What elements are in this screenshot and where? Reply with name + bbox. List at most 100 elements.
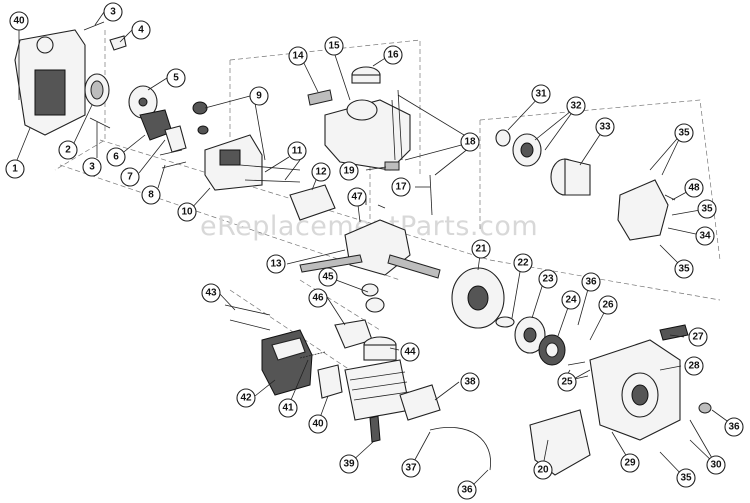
part-10-air-filter	[204, 134, 263, 191]
part-13-crankcase	[299, 219, 441, 279]
svg-text:32: 32	[570, 101, 582, 112]
svg-text:5: 5	[173, 73, 179, 84]
svg-text:6: 6	[113, 152, 119, 163]
svg-text:24: 24	[565, 295, 577, 306]
part-32-clutch	[512, 133, 542, 167]
part-24-spring	[538, 334, 566, 366]
svg-text:12: 12	[315, 167, 327, 178]
callout: 12	[311, 162, 331, 182]
callout: 38	[460, 372, 480, 392]
callout: 40	[9, 11, 29, 31]
svg-text:45: 45	[322, 272, 334, 283]
callout: 28	[684, 356, 704, 376]
callout: 8	[141, 185, 161, 205]
part-18-fuel-lines	[391, 89, 403, 161]
part-21-flywheel	[451, 267, 505, 329]
part-19-clip	[384, 161, 400, 171]
svg-text:3: 3	[89, 162, 95, 173]
part-43-screws	[224, 304, 271, 331]
part-17-tube	[429, 174, 433, 216]
callout: 35	[697, 199, 717, 219]
part-47-screws	[357, 204, 386, 223]
part-31-washer	[495, 129, 511, 147]
callout: 36	[724, 417, 744, 437]
svg-text:21: 21	[475, 244, 487, 255]
callout: 30	[706, 455, 726, 475]
svg-text:2: 2	[65, 145, 71, 156]
callout: 31	[531, 84, 551, 104]
callout: 37	[401, 458, 421, 478]
svg-text:47: 47	[351, 192, 363, 203]
callout: 4	[131, 20, 151, 40]
part-39-spark-plug	[369, 415, 381, 443]
callout: 21	[471, 239, 491, 259]
callout: 33	[595, 117, 615, 137]
svg-text:19: 19	[343, 166, 355, 177]
callout: 42	[236, 388, 256, 408]
callout: 43	[201, 283, 221, 303]
svg-text:8: 8	[148, 190, 154, 201]
callout: 35	[674, 259, 694, 279]
callout: 41	[278, 398, 298, 418]
svg-text:15: 15	[328, 41, 340, 52]
callout: 47	[347, 187, 367, 207]
svg-text:48: 48	[688, 183, 700, 194]
svg-text:40: 40	[312, 419, 324, 430]
svg-text:44: 44	[404, 347, 416, 358]
callout: 25	[557, 372, 577, 392]
svg-text:36: 36	[461, 485, 473, 496]
svg-text:25: 25	[561, 377, 573, 388]
part-28-starter-housing	[589, 339, 681, 441]
svg-text:36: 36	[728, 422, 740, 433]
callout: 36	[581, 272, 601, 292]
callout: 20	[533, 460, 553, 480]
part-44-piston	[363, 336, 397, 361]
callout: 11	[287, 141, 307, 161]
svg-text:35: 35	[701, 204, 713, 215]
part-2-pulley	[84, 73, 110, 107]
part-27-handle	[659, 324, 689, 341]
callout: 22	[513, 253, 533, 273]
callout: 29	[620, 453, 640, 473]
callout: 23	[538, 269, 558, 289]
svg-text:37: 37	[405, 463, 417, 474]
callout: 7	[120, 167, 140, 187]
callout: 3	[103, 2, 123, 22]
part-14-rubber	[307, 89, 333, 106]
callout: 26	[598, 295, 618, 315]
svg-text:29: 29	[624, 458, 636, 469]
part-33-drum	[550, 158, 591, 196]
part-20-clamp	[529, 409, 591, 476]
callout: 16	[383, 45, 403, 65]
svg-text:30: 30	[710, 460, 722, 471]
callouts: 40 3 4 5 1 2 3 6 7 8 9 10 11 12 14 15 16…	[5, 2, 744, 500]
callout: 32	[566, 96, 586, 116]
svg-text:10: 10	[181, 207, 193, 218]
part-36-nut	[698, 402, 712, 414]
part-15-fuel-tank	[324, 99, 411, 171]
part-42-muffler	[261, 329, 313, 396]
svg-text:39: 39	[343, 459, 355, 470]
callout: 35	[676, 468, 696, 488]
part-37-wire	[429, 427, 492, 471]
callout: 46	[308, 288, 328, 308]
svg-text:1: 1	[12, 164, 18, 175]
svg-text:18: 18	[464, 137, 476, 148]
svg-text:11: 11	[292, 146, 303, 157]
part-11-rods	[239, 164, 301, 183]
callout: 13	[266, 254, 286, 274]
callout: 10	[177, 202, 197, 222]
part-8-screws	[159, 149, 187, 169]
svg-text:35: 35	[678, 264, 690, 275]
callout: 14	[288, 46, 308, 66]
part-45-bearings	[361, 283, 385, 313]
part-12-gasket	[289, 184, 336, 221]
svg-text:13: 13	[270, 259, 282, 270]
callout: 45	[318, 267, 338, 287]
part-38-ignition	[399, 384, 441, 421]
callout: 34	[695, 226, 715, 246]
svg-text:41: 41	[282, 403, 294, 414]
callout: 19	[339, 161, 359, 181]
svg-text:9: 9	[256, 91, 262, 102]
